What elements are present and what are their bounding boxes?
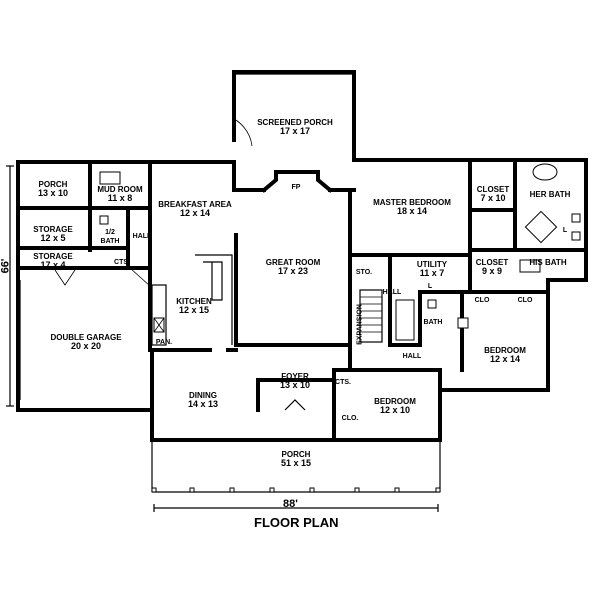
bath-label: BATH: [423, 319, 443, 326]
floor-plan-title: FLOOR PLAN: [254, 515, 339, 530]
dimension-lines: [6, 165, 439, 512]
garage-details: [19, 267, 151, 400]
her-bath-label: HER BATH: [529, 190, 571, 199]
cts-b-label: CTS.: [335, 379, 351, 386]
hall-c-label: HALL: [402, 353, 422, 360]
cts-a-label: CTS.: [114, 259, 130, 266]
l-a-label: L: [562, 227, 568, 234]
pan-label: PAN.: [155, 339, 173, 346]
clo-b-label: CLO: [517, 297, 533, 304]
clo-a-label: CLO: [474, 297, 490, 304]
sto-label: STO.: [355, 269, 373, 276]
l-b-label: L: [427, 283, 433, 290]
hall-b-label: HALL: [382, 289, 402, 296]
front-porch-outline: [151, 440, 441, 493]
stairs: [359, 289, 383, 343]
bath-fixtures: [99, 163, 581, 341]
clo-c-label: CLO.: [341, 415, 359, 422]
front-door: [284, 399, 306, 411]
exterior-walls: [16, 158, 588, 442]
fireplace: [261, 170, 333, 193]
kitchen-counters: [151, 254, 233, 346]
interior-walls: [16, 158, 588, 412]
expansion-label: EXPANSION: [356, 304, 364, 345]
hall-a-label: HALL: [132, 233, 152, 240]
his-bath-label: HIS BATH: [529, 258, 567, 267]
fp-label: FP: [291, 184, 301, 191]
width-dimension: 88': [283, 498, 298, 510]
depth-dimension: 66': [0, 258, 12, 274]
screened-porch-walls: [232, 70, 356, 162]
